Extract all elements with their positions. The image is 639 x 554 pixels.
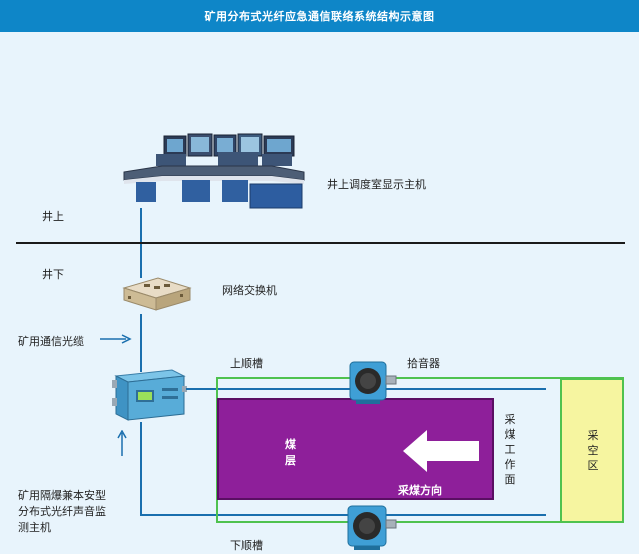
monitor-label-line1: 矿用隔爆兼本安型 xyxy=(18,489,106,502)
cable-monitor-down xyxy=(140,422,142,516)
monitor-label-line3: 测主机 xyxy=(18,521,51,534)
cable-lower-trough xyxy=(140,514,546,516)
ground-surface-line xyxy=(16,242,625,244)
mining-direction-label: 采煤方向 xyxy=(398,484,442,497)
control-room-console-icon xyxy=(123,133,305,209)
acoustic-monitor-host-icon xyxy=(112,369,187,421)
optical-cable-arrow-icon xyxy=(100,334,132,344)
pickup-label: 拾音器 xyxy=(407,357,440,370)
monitor-arrow-icon xyxy=(117,430,127,456)
mining-direction-arrow-icon xyxy=(403,430,479,472)
coal-seam-label-2: 层 xyxy=(285,454,296,467)
pickup-microphone-upper-icon xyxy=(349,361,397,404)
monitor-label-line2: 分布式光纤声音监 xyxy=(18,505,106,518)
coal-seam-label-1: 煤 xyxy=(285,438,296,451)
lower-trough-label: 下顺槽 xyxy=(230,539,263,552)
pickup-microphone-lower-icon xyxy=(347,505,397,550)
host-display-label: 井上调度室显示主机 xyxy=(327,178,426,191)
goaf-area xyxy=(560,378,624,523)
optical-cable-label: 矿用通信光缆 xyxy=(18,335,84,348)
network-switch-icon xyxy=(122,277,192,311)
diagram-title: 矿用分布式光纤应急通信联络系统结构示意图 xyxy=(0,0,639,32)
above-ground-label: 井上 xyxy=(42,210,64,223)
cable-switch-to-monitor xyxy=(140,314,142,372)
upper-trough-label: 上顺槽 xyxy=(230,357,263,370)
network-switch-label: 网络交换机 xyxy=(222,284,277,297)
goaf-label: 采 空 区 xyxy=(587,429,599,472)
working-face-label: 采 煤 工 作 面 xyxy=(504,413,516,486)
below-ground-label: 井下 xyxy=(42,268,64,281)
